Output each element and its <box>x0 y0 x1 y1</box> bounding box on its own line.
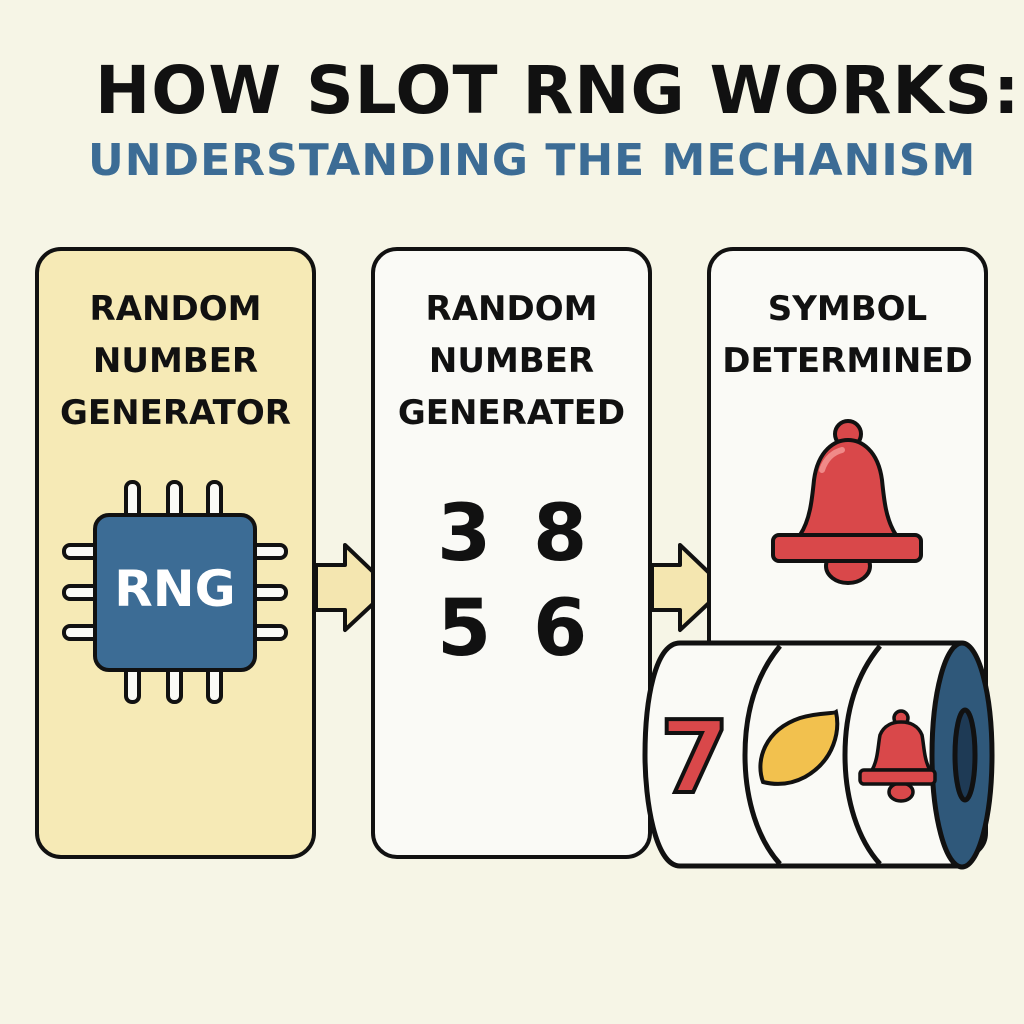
step-title: SYMBOL DETERMINED <box>711 283 984 387</box>
page-title: HOW SLOT RNG WORKS: <box>95 52 1021 129</box>
seven-icon: 7 <box>660 699 730 816</box>
page-subtitle: UNDERSTANDING THE MECHANISM <box>88 135 977 186</box>
step-title-line: NUMBER <box>428 341 595 381</box>
random-number: 6 <box>533 584 588 674</box>
step-title-line: GENERATED <box>397 393 626 433</box>
random-number: 8 <box>533 489 588 579</box>
lemon-icon <box>758 708 840 786</box>
chip-label: RNG <box>114 560 236 618</box>
step-title: RANDOM NUMBER GENERATED <box>375 283 648 439</box>
bell-icon <box>771 419 923 585</box>
step-title-line: RANDOM <box>425 289 598 329</box>
step-title-line: SYMBOL <box>767 289 928 329</box>
step-panel-generated: RANDOM NUMBER GENERATED 3 8 5 6 <box>371 247 652 859</box>
step-title-line: DETERMINED <box>722 341 973 381</box>
random-number: 5 <box>437 584 492 674</box>
step-title-line: RANDOM <box>89 289 262 329</box>
arrow-right-icon <box>314 543 392 632</box>
random-number: 3 <box>437 489 492 579</box>
step-title: RANDOM NUMBER GENERATOR <box>39 283 312 439</box>
bell-icon <box>858 709 937 803</box>
slot-reel: 7 <box>642 640 995 870</box>
chip-icon <box>62 480 288 704</box>
step-title-line: GENERATOR <box>60 393 291 433</box>
arrow-right-icon <box>650 543 727 632</box>
step-title-line: NUMBER <box>92 341 259 381</box>
